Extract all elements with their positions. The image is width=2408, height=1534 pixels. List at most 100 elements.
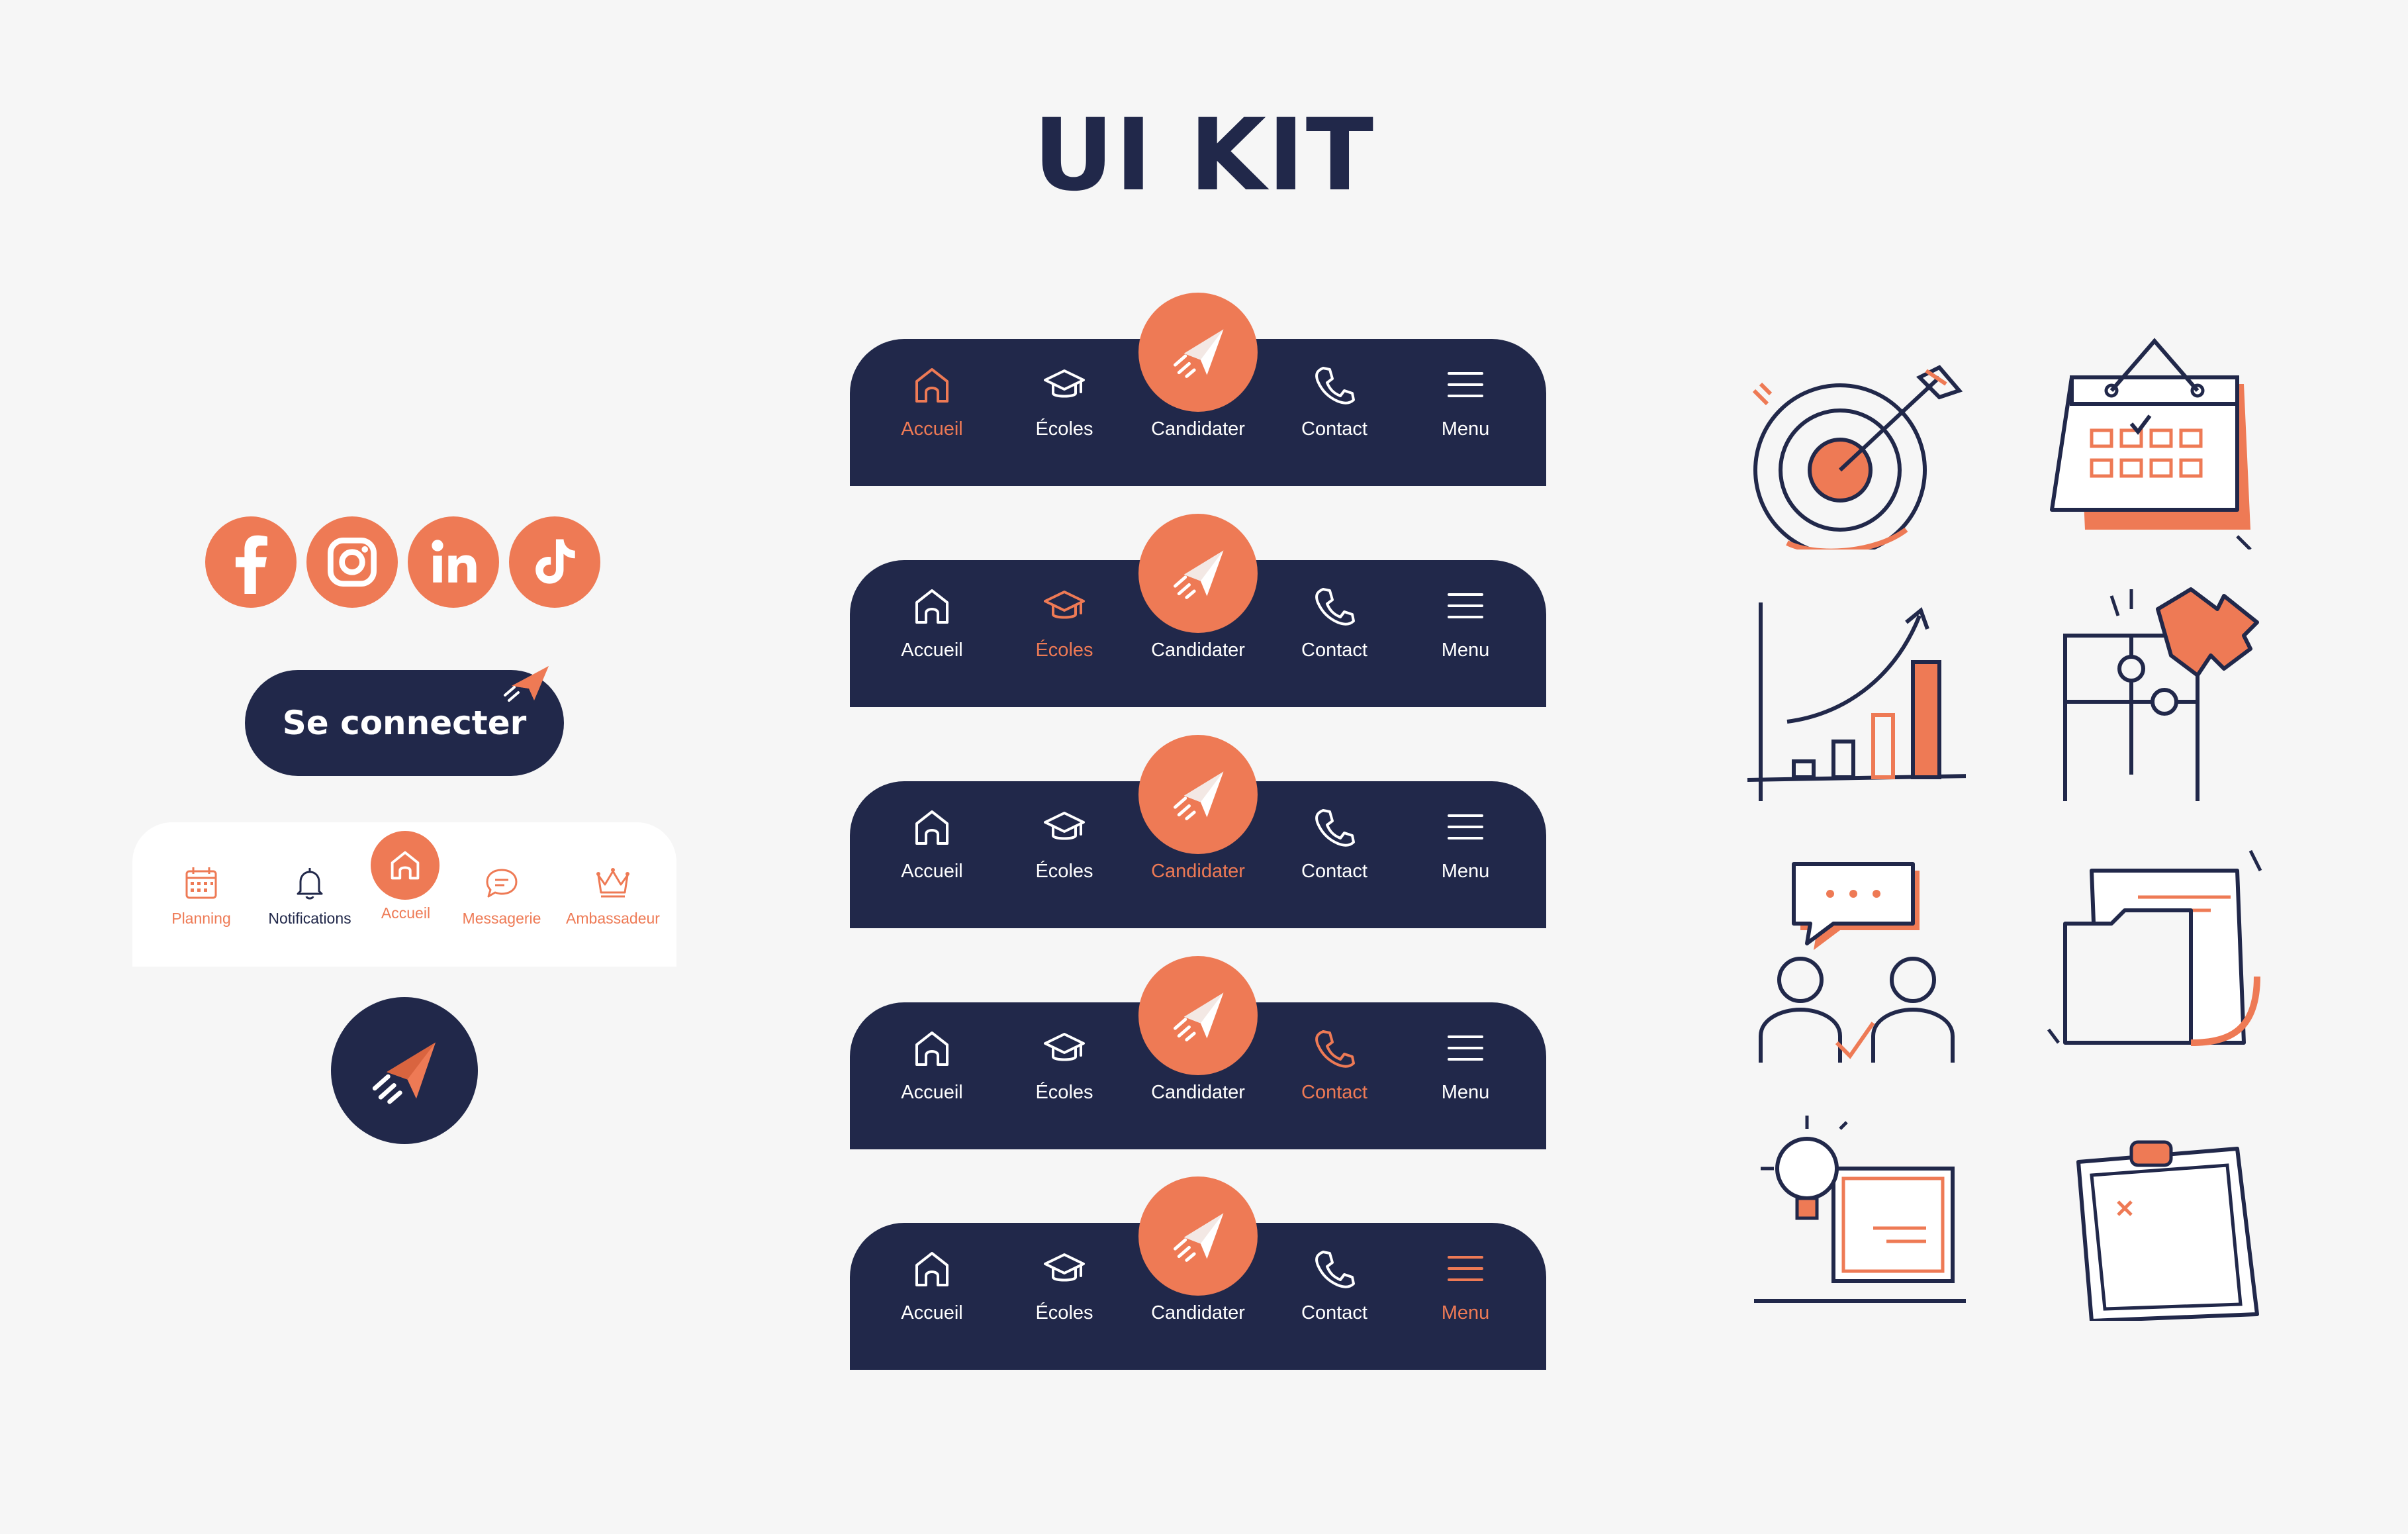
nav-item-label: Écoles bbox=[1035, 418, 1093, 440]
phone-icon bbox=[1315, 1251, 1355, 1288]
home-icon bbox=[915, 1031, 949, 1066]
nav-item-accueil[interactable]: Accueil bbox=[866, 560, 998, 707]
phone-icon bbox=[1315, 1030, 1355, 1068]
nav-item-menu[interactable]: Menu bbox=[1399, 1002, 1532, 1149]
nav-item-ecoles[interactable]: Écoles bbox=[998, 1223, 1131, 1370]
home-icon bbox=[391, 851, 420, 880]
crown-icon bbox=[596, 868, 629, 898]
mini-tab-label: Ambassadeur bbox=[566, 910, 660, 927]
bottom-nav-bar: Accueil Écoles Candidater Contact Menu bbox=[850, 293, 1546, 486]
paper-plane-icon bbox=[372, 1042, 436, 1104]
apply-button[interactable] bbox=[1138, 293, 1258, 412]
nav-item-contact[interactable]: Contact bbox=[1268, 560, 1401, 707]
calendar-icon bbox=[2050, 338, 2252, 550]
apply-button[interactable] bbox=[1138, 735, 1258, 854]
mini-tab-messagerie[interactable]: Messagerie bbox=[445, 822, 558, 967]
nav-item-accueil[interactable]: Accueil bbox=[866, 781, 998, 928]
nav-item-label: Candidater bbox=[1151, 1302, 1245, 1323]
nav-item-label: Contact bbox=[1301, 1302, 1367, 1323]
page-title: UI KIT bbox=[1033, 98, 1375, 213]
nav-item-label: Accueil bbox=[901, 1082, 963, 1103]
nav-item-label: Écoles bbox=[1035, 1302, 1093, 1323]
linkedin-link[interactable] bbox=[408, 516, 499, 608]
graduation-cap-icon bbox=[1044, 591, 1085, 619]
apply-button[interactable] bbox=[1138, 1176, 1258, 1296]
nav-item-contact[interactable]: Contact bbox=[1268, 1002, 1401, 1149]
nav-item-label: Contact bbox=[1301, 861, 1367, 882]
folder-document-icon bbox=[2047, 849, 2262, 1046]
nav-item-accueil[interactable]: Accueil bbox=[866, 339, 998, 486]
menu-icon bbox=[1448, 814, 1483, 839]
nav-item-ecoles[interactable]: Écoles bbox=[998, 560, 1131, 707]
nav-item-menu[interactable]: Menu bbox=[1399, 1223, 1532, 1370]
nav-item-candidater[interactable]: Candidater bbox=[1132, 1002, 1264, 1149]
target-arrow-icon bbox=[1752, 365, 1963, 550]
mini-tab-ambassadeur[interactable]: Ambassadeur bbox=[557, 822, 669, 967]
phone-icon bbox=[1315, 588, 1355, 626]
login-button-label: Se connecter bbox=[282, 704, 527, 742]
nav-item-label: Candidater bbox=[1151, 418, 1245, 440]
menu-icon bbox=[1448, 1035, 1483, 1061]
facebook-icon bbox=[235, 535, 267, 594]
mini-tab-active-bubble[interactable] bbox=[371, 831, 440, 900]
home-icon bbox=[915, 1252, 949, 1286]
nav-item-ecoles[interactable]: Écoles bbox=[998, 339, 1131, 486]
paper-plane-icon bbox=[504, 666, 549, 702]
nav-item-contact[interactable]: Contact bbox=[1268, 1223, 1401, 1370]
nav-item-label: Contact bbox=[1301, 1082, 1367, 1103]
mini-tab-bar: Planning Notifications Accueil Messageri… bbox=[132, 822, 676, 967]
tiktok-link[interactable] bbox=[509, 516, 600, 608]
discussion-icon bbox=[1759, 862, 1955, 1063]
nav-item-label: Écoles bbox=[1035, 640, 1093, 661]
facebook-link[interactable] bbox=[205, 516, 297, 608]
nav-item-menu[interactable]: Menu bbox=[1399, 560, 1532, 707]
nav-item-label: Accueil bbox=[901, 861, 963, 882]
mini-tab-label: Accueil bbox=[381, 904, 431, 922]
graduation-cap-icon bbox=[1044, 812, 1085, 840]
nav-item-candidater[interactable]: Candidater bbox=[1132, 339, 1264, 486]
instagram-link[interactable] bbox=[306, 516, 398, 608]
chat-icon bbox=[486, 869, 518, 898]
menu-icon bbox=[1448, 1256, 1483, 1281]
nav-item-label: Accueil bbox=[901, 1302, 963, 1323]
nav-item-label: Contact bbox=[1301, 418, 1367, 440]
nav-item-label: Accueil bbox=[901, 418, 963, 440]
mini-tab-notifications[interactable]: Notifications bbox=[254, 822, 366, 967]
nav-item-label: Menu bbox=[1441, 861, 1490, 882]
mini-tab-accueil[interactable]: Accueil bbox=[349, 822, 462, 967]
tiktok-icon bbox=[535, 539, 575, 584]
nav-item-label: Candidater bbox=[1151, 1082, 1245, 1103]
nav-item-accueil[interactable]: Accueil bbox=[866, 1223, 998, 1370]
login-button[interactable]: Se connecter bbox=[245, 670, 564, 776]
mini-tab-label: Planning bbox=[171, 910, 231, 927]
nav-item-label: Contact bbox=[1301, 640, 1367, 661]
nav-item-contact[interactable]: Contact bbox=[1268, 781, 1401, 928]
nav-item-contact[interactable]: Contact bbox=[1268, 339, 1401, 486]
nav-item-menu[interactable]: Menu bbox=[1399, 781, 1532, 928]
nav-item-ecoles[interactable]: Écoles bbox=[998, 1002, 1131, 1149]
nav-item-ecoles[interactable]: Écoles bbox=[998, 781, 1131, 928]
bottom-nav-bar: Accueil Écoles Candidater Contact Menu bbox=[850, 956, 1546, 1149]
graduation-cap-icon bbox=[1044, 369, 1085, 398]
nav-item-candidater[interactable]: Candidater bbox=[1132, 781, 1264, 928]
nav-item-candidater[interactable]: Candidater bbox=[1132, 560, 1264, 707]
home-icon bbox=[915, 810, 949, 845]
graduation-cap-icon bbox=[1044, 1033, 1085, 1061]
nav-item-label: Candidater bbox=[1151, 861, 1245, 882]
nav-item-label: Menu bbox=[1441, 418, 1490, 440]
nav-item-label: Menu bbox=[1441, 640, 1490, 661]
mini-tab-label: Messagerie bbox=[462, 910, 541, 927]
nav-item-menu[interactable]: Menu bbox=[1399, 339, 1532, 486]
idea-laptop-icon bbox=[1754, 1116, 1966, 1303]
nav-item-accueil[interactable]: Accueil bbox=[866, 1002, 998, 1149]
mini-tab-planning[interactable]: Planning bbox=[145, 822, 257, 967]
home-icon bbox=[915, 368, 949, 403]
apply-button[interactable] bbox=[1138, 514, 1258, 633]
nav-item-candidater[interactable]: Candidater bbox=[1132, 1223, 1264, 1370]
apply-button[interactable] bbox=[1138, 956, 1258, 1075]
apply-fab-button[interactable] bbox=[331, 997, 478, 1144]
nav-item-label: Écoles bbox=[1035, 1082, 1093, 1103]
paper-plane-icon bbox=[1174, 329, 1224, 378]
graduation-cap-icon bbox=[1044, 1253, 1085, 1282]
